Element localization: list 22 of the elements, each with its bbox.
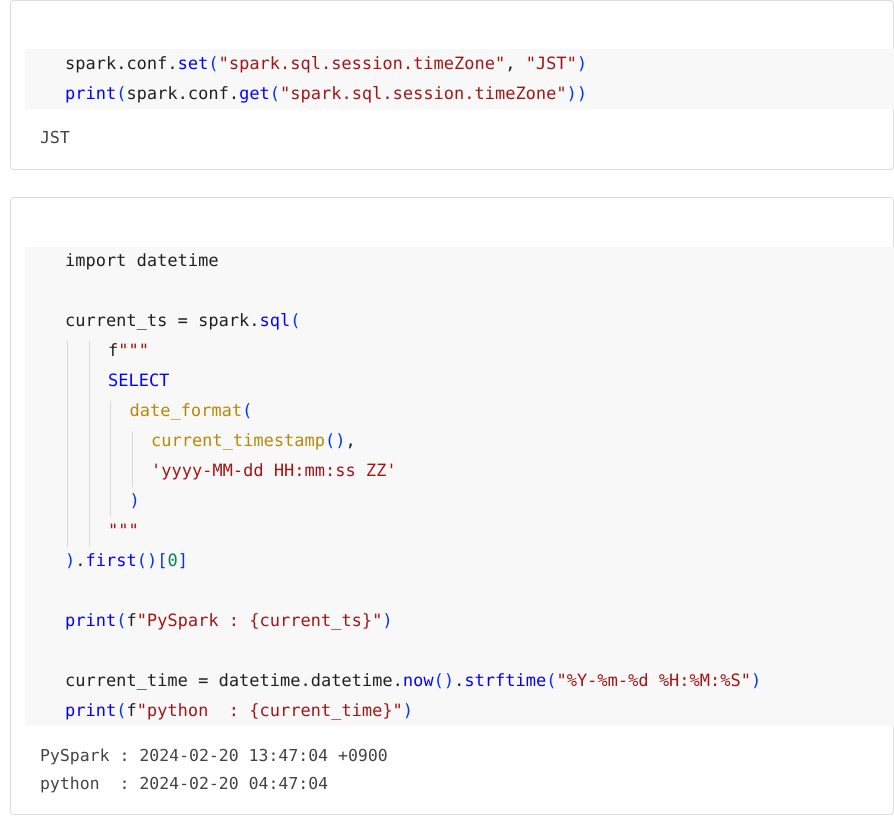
code-line: ): [130, 490, 140, 513]
code-line: print(f"PySpark : {current_ts}"): [65, 610, 393, 633]
code-line: spark.conf.set("spark.sql.session.timeZone", "JST"): [65, 53, 588, 76]
code-line: """: [108, 520, 139, 543]
code-line: ).first()[0]: [65, 550, 188, 573]
cell-output: python : 2024-02-20 04:47:04: [40, 773, 328, 795]
notebook-cell: [10, 197, 894, 815]
code-line: 'yyyy-MM-dd HH:mm:ss ZZ': [151, 460, 397, 483]
code-line: current_ts = spark.sql(: [65, 310, 301, 333]
cell-output: PySpark : 2024-02-20 13:47:04 +0900: [40, 745, 388, 767]
code-line: print(spark.conf.get("spark.sql.session.timeZone")): [65, 83, 588, 106]
notebook-cell: [10, 0, 894, 170]
code-line: current_time = datetime.datetime.now().strftime("%Y-%m-%d %H:%M:%S"): [65, 670, 762, 693]
code-line: print(f"python : {current_time}"): [65, 700, 414, 723]
code-line: date_format(: [130, 400, 252, 423]
code-line: f""": [108, 340, 149, 363]
code-line: SELECT: [108, 370, 170, 393]
code-block: [25, 247, 894, 726]
code-line: import datetime: [65, 250, 219, 273]
code-block: [25, 49, 894, 109]
code-line: current_timestamp(),: [151, 430, 356, 453]
cell-output: JST: [40, 127, 70, 149]
